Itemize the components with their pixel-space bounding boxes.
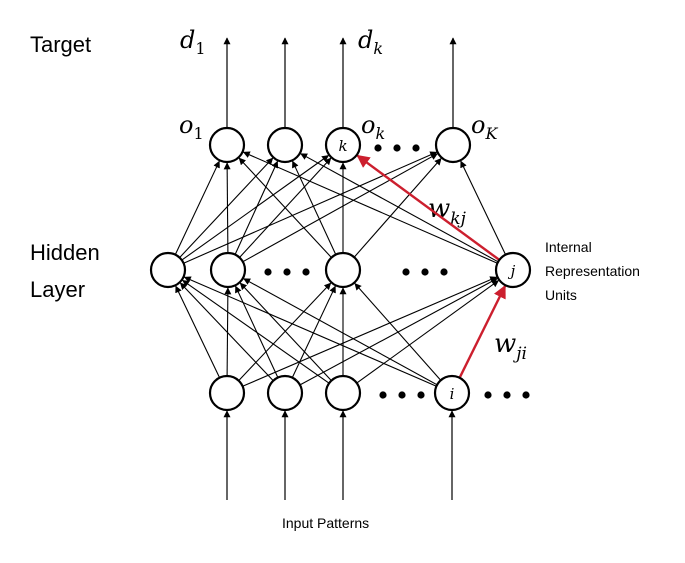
output-node-k-label: k	[338, 137, 347, 155]
connection-input-to-hidden	[243, 278, 438, 386]
internal-units-label-line2: Representation	[545, 263, 640, 279]
highlighted-connection-i-to-j	[458, 284, 507, 379]
connection-hidden-to-output	[242, 151, 498, 264]
connection-input-to-hidden	[242, 276, 498, 387]
connection-input-to-hidden	[299, 278, 498, 386]
input-node-i	[433, 374, 471, 412]
connection-input-to-hidden	[175, 285, 221, 378]
connection-input-to-hidden	[354, 282, 442, 381]
hidden-ellipsis-right	[402, 268, 448, 276]
connection-hidden-to-output	[242, 153, 438, 263]
weight-wji-label: wji	[494, 329, 527, 364]
output-node-1	[208, 126, 246, 164]
input-node-1	[208, 374, 246, 412]
target-label: Target	[30, 32, 91, 57]
internal-units-label-line1: Internal	[545, 239, 592, 255]
connection-hidden-to-output	[181, 155, 329, 261]
highlighted-connection-j-to-k	[356, 154, 501, 261]
input-node-3	[324, 374, 362, 412]
connection-hidden-to-output	[223, 162, 231, 254]
output-node-K	[434, 126, 472, 164]
target-d1-label: d1	[180, 26, 206, 58]
connection-hidden-to-output	[300, 153, 499, 263]
connection-hidden-to-output	[353, 157, 442, 258]
input-node-2	[266, 374, 304, 412]
hidden-ellipsis-left	[264, 268, 310, 276]
input-node-i-label: i	[450, 385, 455, 403]
connection-hidden-to-output	[292, 160, 337, 255]
highlighted-weights	[356, 154, 507, 379]
output-ellipsis	[374, 144, 420, 152]
hidden-node-3	[324, 251, 362, 289]
internal-units-label-line3: Units	[545, 287, 577, 303]
connection-input-to-hidden	[182, 279, 330, 384]
connection-hidden-to-output	[174, 160, 220, 255]
connection-hidden-to-output	[234, 160, 279, 255]
output-oK-label: oK	[471, 111, 498, 143]
connection-input-to-hidden	[356, 280, 499, 384]
output-o1-label: o1	[179, 111, 204, 143]
weight-wkj-label: wkj	[428, 194, 467, 229]
hidden-layer-label-line1: Hidden	[30, 240, 100, 265]
target-dk-label: dk	[358, 26, 383, 58]
input-output-arrows	[223, 37, 457, 500]
connection-hidden-to-output	[460, 160, 507, 255]
connection-hidden-to-output	[179, 157, 274, 258]
hidden-node-2	[209, 251, 247, 289]
connection-input-to-hidden	[239, 282, 332, 381]
input-patterns-label: Input Patterns	[282, 515, 369, 531]
output-node-2	[266, 126, 304, 164]
hidden-node-1	[149, 251, 187, 289]
connection-hidden-to-output	[183, 151, 438, 264]
connection-lines	[174, 151, 507, 387]
connection-input-to-hidden	[291, 285, 336, 378]
hidden-node-j	[494, 251, 532, 289]
hidden-node-j-label: j	[508, 262, 516, 280]
output-ok-label: ok	[361, 111, 385, 143]
connection-input-to-hidden	[183, 276, 437, 387]
hidden-layer-label-line2: Layer	[30, 277, 85, 302]
connection-input-to-hidden	[179, 282, 274, 382]
output-node-k	[324, 126, 362, 164]
input-ellipsis-right	[484, 391, 530, 399]
input-ellipsis-left	[379, 391, 425, 399]
connection-hidden-to-output	[238, 157, 332, 258]
connection-input-to-hidden	[238, 282, 332, 381]
